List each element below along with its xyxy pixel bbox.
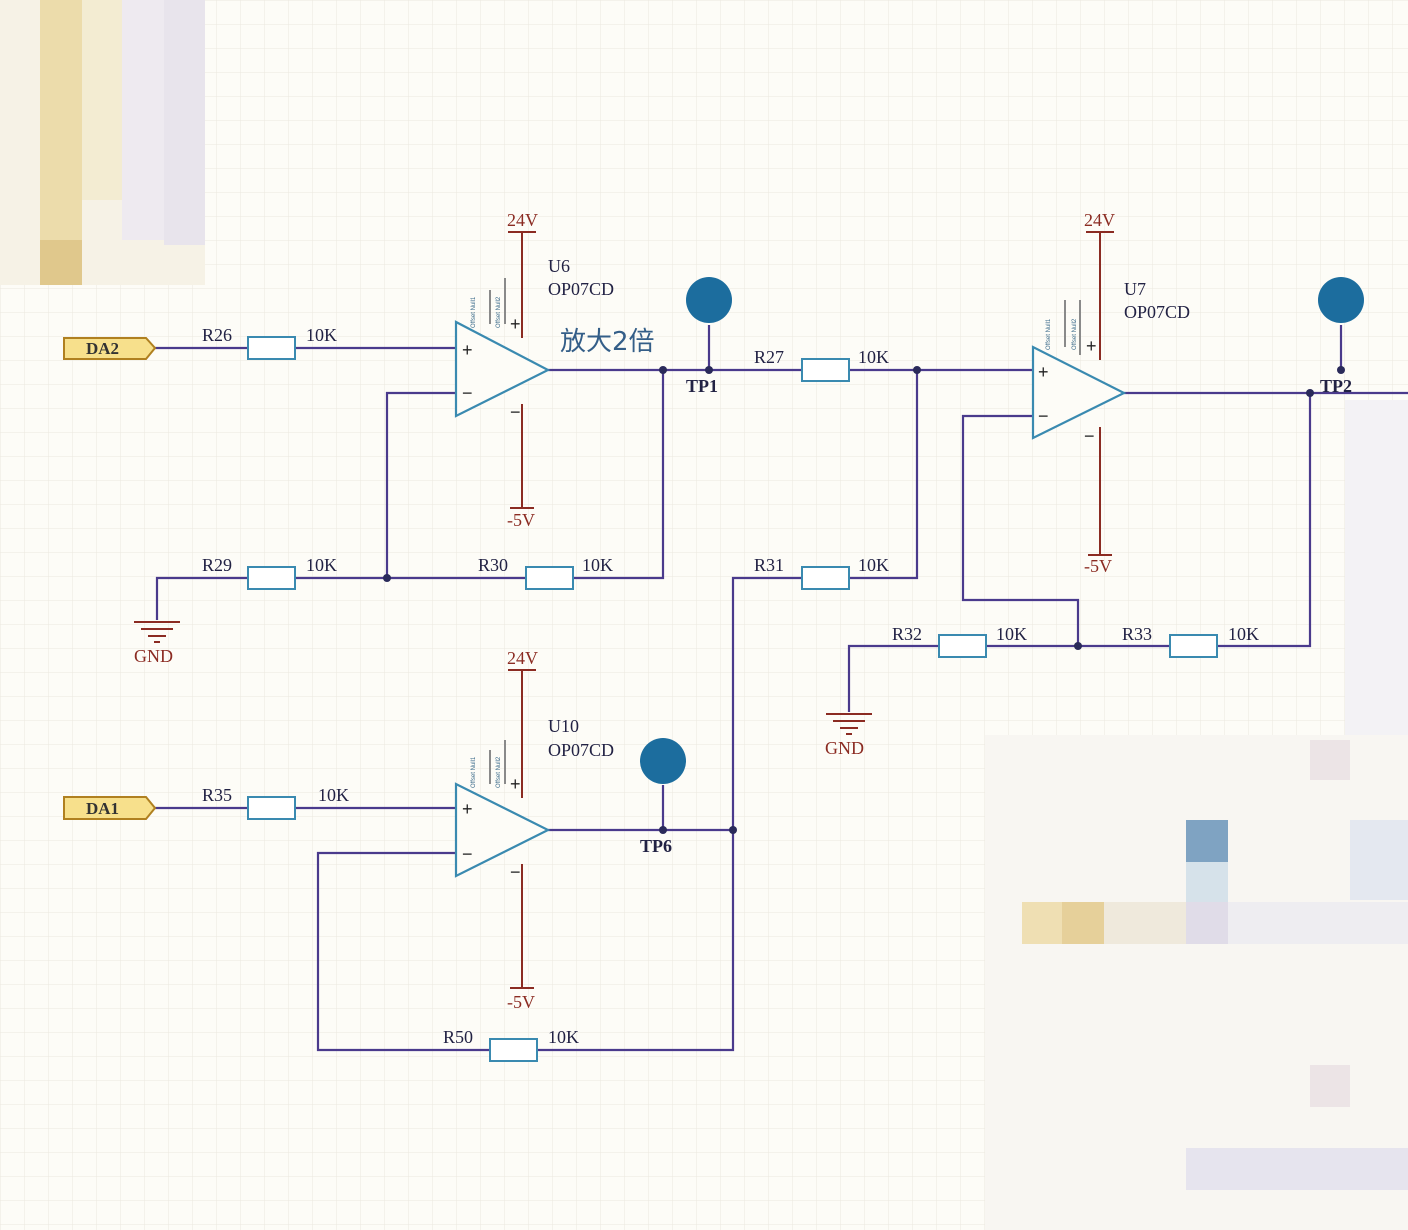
resistor-r31: R31 10K [754, 555, 889, 590]
svg-text:-5V: -5V [1084, 556, 1112, 576]
opamp-u7: + − + − Offset Null1 Offset Null2 24V -5… [1031, 210, 1190, 576]
svg-text:Offset Null2: Offset Null2 [1072, 318, 1078, 350]
resistor-r30: R30 10K [478, 555, 613, 590]
svg-text:R31: R31 [754, 555, 784, 575]
svg-text:R33: R33 [1122, 624, 1152, 644]
ground-symbol-right: GND [825, 713, 872, 758]
svg-text:10K: 10K [858, 347, 889, 367]
svg-text:R30: R30 [478, 555, 508, 575]
testpoint-tp1: TP1 [686, 277, 732, 396]
svg-text:-5V: -5V [507, 510, 535, 530]
svg-text:-5V: -5V [507, 992, 535, 1012]
port-da1: DA1 [63, 796, 157, 820]
svg-text:TP6: TP6 [640, 836, 672, 856]
pixelated-overlay-top-left [0, 0, 205, 285]
svg-text:10K: 10K [306, 325, 337, 345]
svg-text:R26: R26 [202, 325, 232, 345]
opamp-u10: + − + − Offset Null1 Offset Null2 24V -5… [454, 648, 614, 1012]
svg-text:10K: 10K [548, 1027, 579, 1047]
resistor-r33: R33 10K [1122, 624, 1259, 658]
svg-text:24V: 24V [507, 210, 538, 230]
junctions [383, 366, 1345, 834]
resistor-r29: R29 10K [202, 555, 337, 590]
svg-text:24V: 24V [507, 648, 538, 668]
svg-text:10K: 10K [1228, 624, 1259, 644]
opamp-u6: + − + − Offset Null1 Offset Null2 24V -5… [454, 210, 614, 530]
svg-text:R32: R32 [892, 624, 922, 644]
svg-text:−: − [462, 383, 473, 403]
svg-text:R50: R50 [443, 1027, 473, 1047]
svg-text:10K: 10K [996, 624, 1027, 644]
svg-text:R29: R29 [202, 555, 232, 575]
svg-text:10K: 10K [858, 555, 889, 575]
svg-text:10K: 10K [582, 555, 613, 575]
gain-annotation: 放大2倍 [560, 327, 655, 357]
wires [155, 325, 1408, 1052]
resistor-r27: R27 10K [754, 347, 889, 382]
svg-text:OP07CD: OP07CD [1124, 302, 1190, 322]
svg-text:U7: U7 [1124, 279, 1146, 299]
testpoint-tp2: TP2 [1318, 277, 1364, 396]
svg-text:OP07CD: OP07CD [548, 279, 614, 299]
svg-text:U6: U6 [548, 256, 570, 276]
resistor-r50: R50 10K [443, 1027, 579, 1062]
resistor-r35: R35 10K [202, 785, 349, 820]
svg-text:+: + [1038, 362, 1049, 382]
svg-text:TP1: TP1 [686, 376, 718, 396]
svg-text:R35: R35 [202, 785, 232, 805]
svg-text:+: + [462, 799, 473, 819]
pixelated-overlay-bottom-right [985, 400, 1408, 1230]
svg-text:+: + [510, 774, 521, 794]
svg-text:−: − [462, 844, 473, 864]
svg-text:DA2: DA2 [86, 339, 119, 358]
svg-text:−: − [510, 862, 521, 882]
svg-text:+: + [462, 340, 473, 360]
resistor-r32: R32 10K [892, 624, 1027, 658]
svg-text:24V: 24V [1084, 210, 1115, 230]
svg-text:DA1: DA1 [86, 799, 119, 818]
testpoint-tp6: TP6 [640, 738, 686, 856]
svg-text:+: + [510, 314, 521, 334]
svg-text:Offset Null2: Offset Null2 [496, 756, 502, 788]
svg-text:Offset Null2: Offset Null2 [496, 296, 502, 328]
svg-text:GND: GND [134, 646, 173, 666]
svg-text:TP2: TP2 [1320, 376, 1352, 396]
svg-text:OP07CD: OP07CD [548, 740, 614, 760]
resistor-r26: R26 10K [202, 325, 337, 360]
svg-text:GND: GND [825, 738, 864, 758]
ground-symbol-left: GND [134, 621, 180, 666]
port-da2: DA2 [63, 337, 157, 360]
svg-text:−: − [510, 402, 521, 422]
svg-text:R27: R27 [754, 347, 784, 367]
svg-text:U10: U10 [548, 716, 579, 736]
svg-text:10K: 10K [306, 555, 337, 575]
svg-text:−: − [1084, 426, 1095, 446]
svg-text:Offset Null1: Offset Null1 [471, 296, 477, 328]
svg-text:10K: 10K [318, 785, 349, 805]
svg-text:−: − [1038, 406, 1049, 426]
svg-text:Offset Null1: Offset Null1 [1046, 318, 1052, 350]
svg-text:Offset Null1: Offset Null1 [471, 756, 477, 788]
svg-text:+: + [1086, 336, 1097, 356]
